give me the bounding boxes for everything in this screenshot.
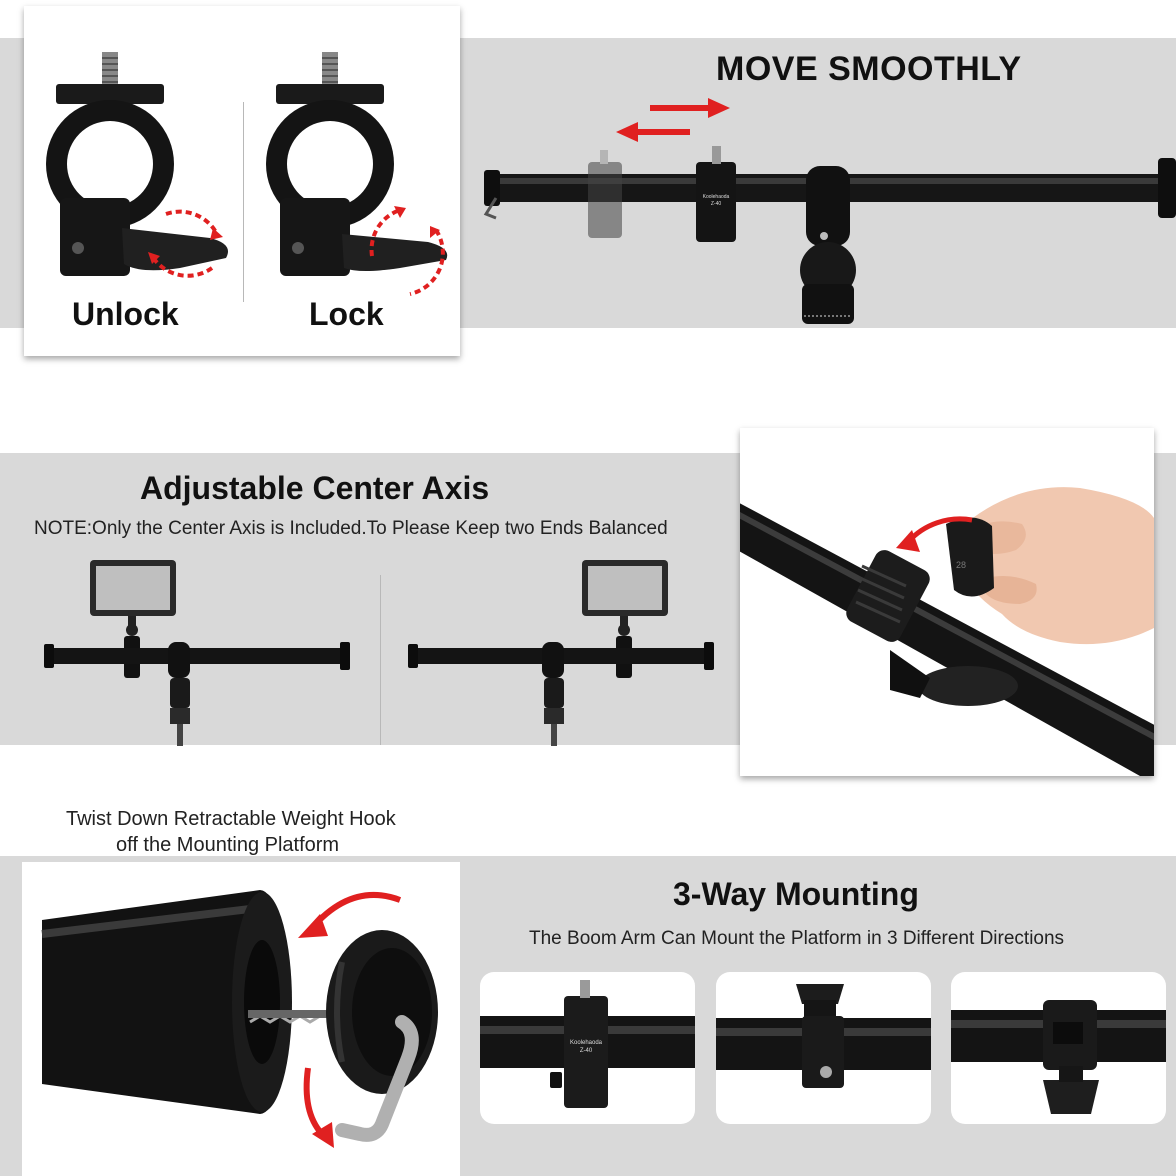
mounting-subtitle: The Boom Arm Can Mount the Platform in 3… bbox=[529, 928, 1065, 949]
unlock-label: Unlock bbox=[72, 296, 179, 332]
mount-bottom-image bbox=[951, 1000, 1166, 1114]
hook-caption-line1: Twist Down Retractable Weight Hook bbox=[66, 808, 396, 830]
axis-example-left bbox=[44, 560, 350, 746]
lock-label: Lock bbox=[309, 296, 384, 332]
svg-text:28: 28 bbox=[956, 560, 966, 570]
axis-divider bbox=[380, 575, 381, 745]
lock-clamp-illustration bbox=[266, 52, 448, 296]
move-smoothly-title: MOVE SMOOTHLY bbox=[716, 50, 1022, 88]
mount-clamp-model: Z-40 bbox=[580, 1048, 593, 1054]
move-arrows-icon bbox=[616, 98, 730, 142]
unlock-clamp-illustration bbox=[46, 52, 228, 278]
mount-clamp-brand: Koolehaoda bbox=[570, 1040, 603, 1046]
center-axis-note: NOTE:Only the Center Axis is Included.To… bbox=[34, 518, 668, 539]
weight-hook-image bbox=[41, 890, 438, 1148]
boom-arm-move-image: Koolehaoda Z-40 bbox=[483, 146, 1176, 324]
hook-caption-line2: off the Mounting Platform bbox=[116, 834, 340, 856]
mount-option-1: Koolehaoda Z-40 bbox=[480, 972, 695, 1124]
mount-option-2 bbox=[716, 972, 931, 1124]
mounting-title: 3-Way Mounting bbox=[673, 876, 919, 912]
mount-front-image bbox=[716, 984, 931, 1088]
clamp-model-text: Z-40 bbox=[711, 201, 722, 207]
mount-option-3 bbox=[951, 972, 1166, 1124]
lock-unlock-card: Unlock Lock bbox=[24, 6, 460, 356]
hand-knob-card: 28 bbox=[740, 428, 1154, 776]
weight-hook-card bbox=[22, 862, 460, 1176]
clamp-brand-text: Koolehaoda bbox=[703, 194, 730, 200]
axis-example-right bbox=[408, 560, 714, 746]
center-axis-title: Adjustable Center Axis bbox=[140, 470, 490, 506]
hand-knob-image: 28 bbox=[740, 487, 1154, 776]
lock-divider bbox=[243, 102, 244, 302]
mount-top-image: Koolehaoda Z-40 bbox=[480, 980, 695, 1108]
